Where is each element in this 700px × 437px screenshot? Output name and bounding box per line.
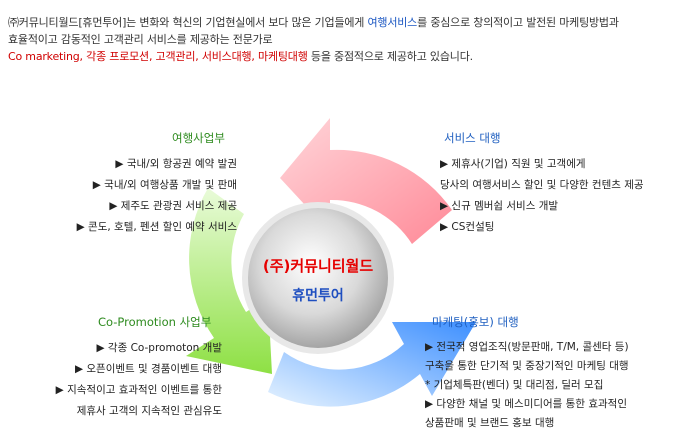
list-item: ▶ 제휴사(기업) 직원 및 고객에게 — [440, 154, 644, 175]
list-item: ▶ 전국적 영업조직(방문판매, T/M, 콜센타 등) — [425, 338, 629, 357]
list-item: ▶ 오픈이벤트 및 경품이벤트 대행 — [56, 359, 222, 380]
service-agency-title: 서비스 대행 — [444, 130, 501, 146]
travel-division-list: ▶ 국내/외 항공권 예약 발권 ▶ 국내/외 여행상품 개발 및 판매 ▶ 제… — [77, 154, 237, 238]
list-item: ▶ 지속적이고 효과적인 이벤트를 통한 — [56, 380, 222, 401]
list-item: ▶ 신규 멤버쉽 서비스 개발 — [440, 196, 644, 217]
copromotion-division-list: ▶ 각종 Co-promoton 개발 ▶ 오픈이벤트 및 경품이벤트 대행 ▶… — [56, 338, 222, 422]
copromotion-division-title: Co-Promotion 사업부 — [98, 314, 211, 330]
service-agency-list: ▶ 제휴사(기업) 직원 및 고객에게 당사의 여행서비스 할인 및 다양한 컨… — [440, 154, 644, 238]
marketing-agency-title: 마케팅(홍보) 대행 — [432, 314, 519, 330]
center-brand-name: 휴먼투어 — [248, 285, 388, 305]
list-item: 상품판매 및 브랜드 홍보 대행 — [425, 414, 629, 433]
list-item: ▶ 다양한 채널 및 메스미디어를 통한 효과적인 — [425, 395, 629, 414]
list-item: ▶ 국내/외 항공권 예약 발권 — [77, 154, 237, 175]
list-item: ▶ 제주도 관광권 서비스 제공 — [77, 196, 237, 217]
list-item: ▶ 각종 Co-promoton 개발 — [56, 338, 222, 359]
list-item: 당사의 여행서비스 할인 및 다양한 컨텐츠 제공 — [440, 175, 644, 196]
marketing-agency-list: ▶ 전국적 영업조직(방문판매, T/M, 콜센타 등) 구축을 통한 단기적 … — [425, 338, 629, 433]
list-item: ▶ 국내/외 여행상품 개발 및 판매 — [77, 175, 237, 196]
list-item: * 기업체특판(벤더) 및 대리점, 딜러 모집 — [425, 376, 629, 395]
list-item: 제휴사 고객의 지속적인 관심유도 — [56, 401, 222, 422]
list-item: ▶ CS컨설팅 — [440, 217, 644, 238]
travel-division-title: 여행사업부 — [172, 130, 225, 146]
list-item: ▶ 콘도, 호텔, 펜션 할인 예약 서비스 — [77, 217, 237, 238]
center-company-name: (주)커뮤니티월드 — [248, 255, 388, 276]
list-item: 구축을 통한 단기적 및 중장기적인 마케팅 대행 — [425, 357, 629, 376]
center-circle — [248, 208, 388, 348]
